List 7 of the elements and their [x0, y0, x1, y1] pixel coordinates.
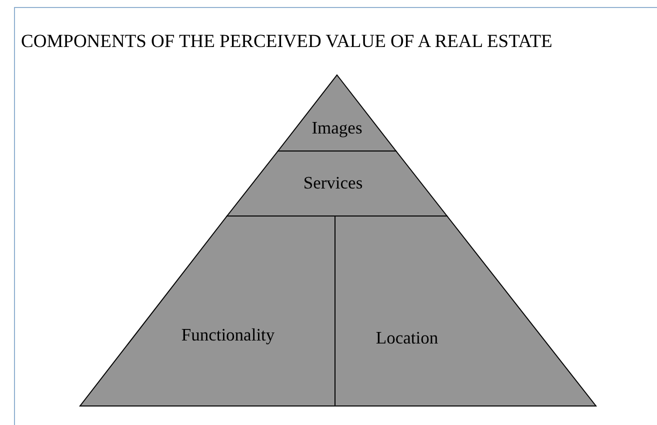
segment-label: Services — [303, 172, 363, 194]
segment-label: Location — [376, 328, 438, 348]
title: COMPONENTS OF THE PERCEIVED VALUE OF A REAL ESTATE — [21, 32, 552, 53]
pyramid-segment — [227, 151, 447, 216]
pyramid-segment — [278, 75, 396, 151]
segment-label: Functionality — [181, 324, 275, 346]
segment-label: Images — [312, 118, 362, 138]
